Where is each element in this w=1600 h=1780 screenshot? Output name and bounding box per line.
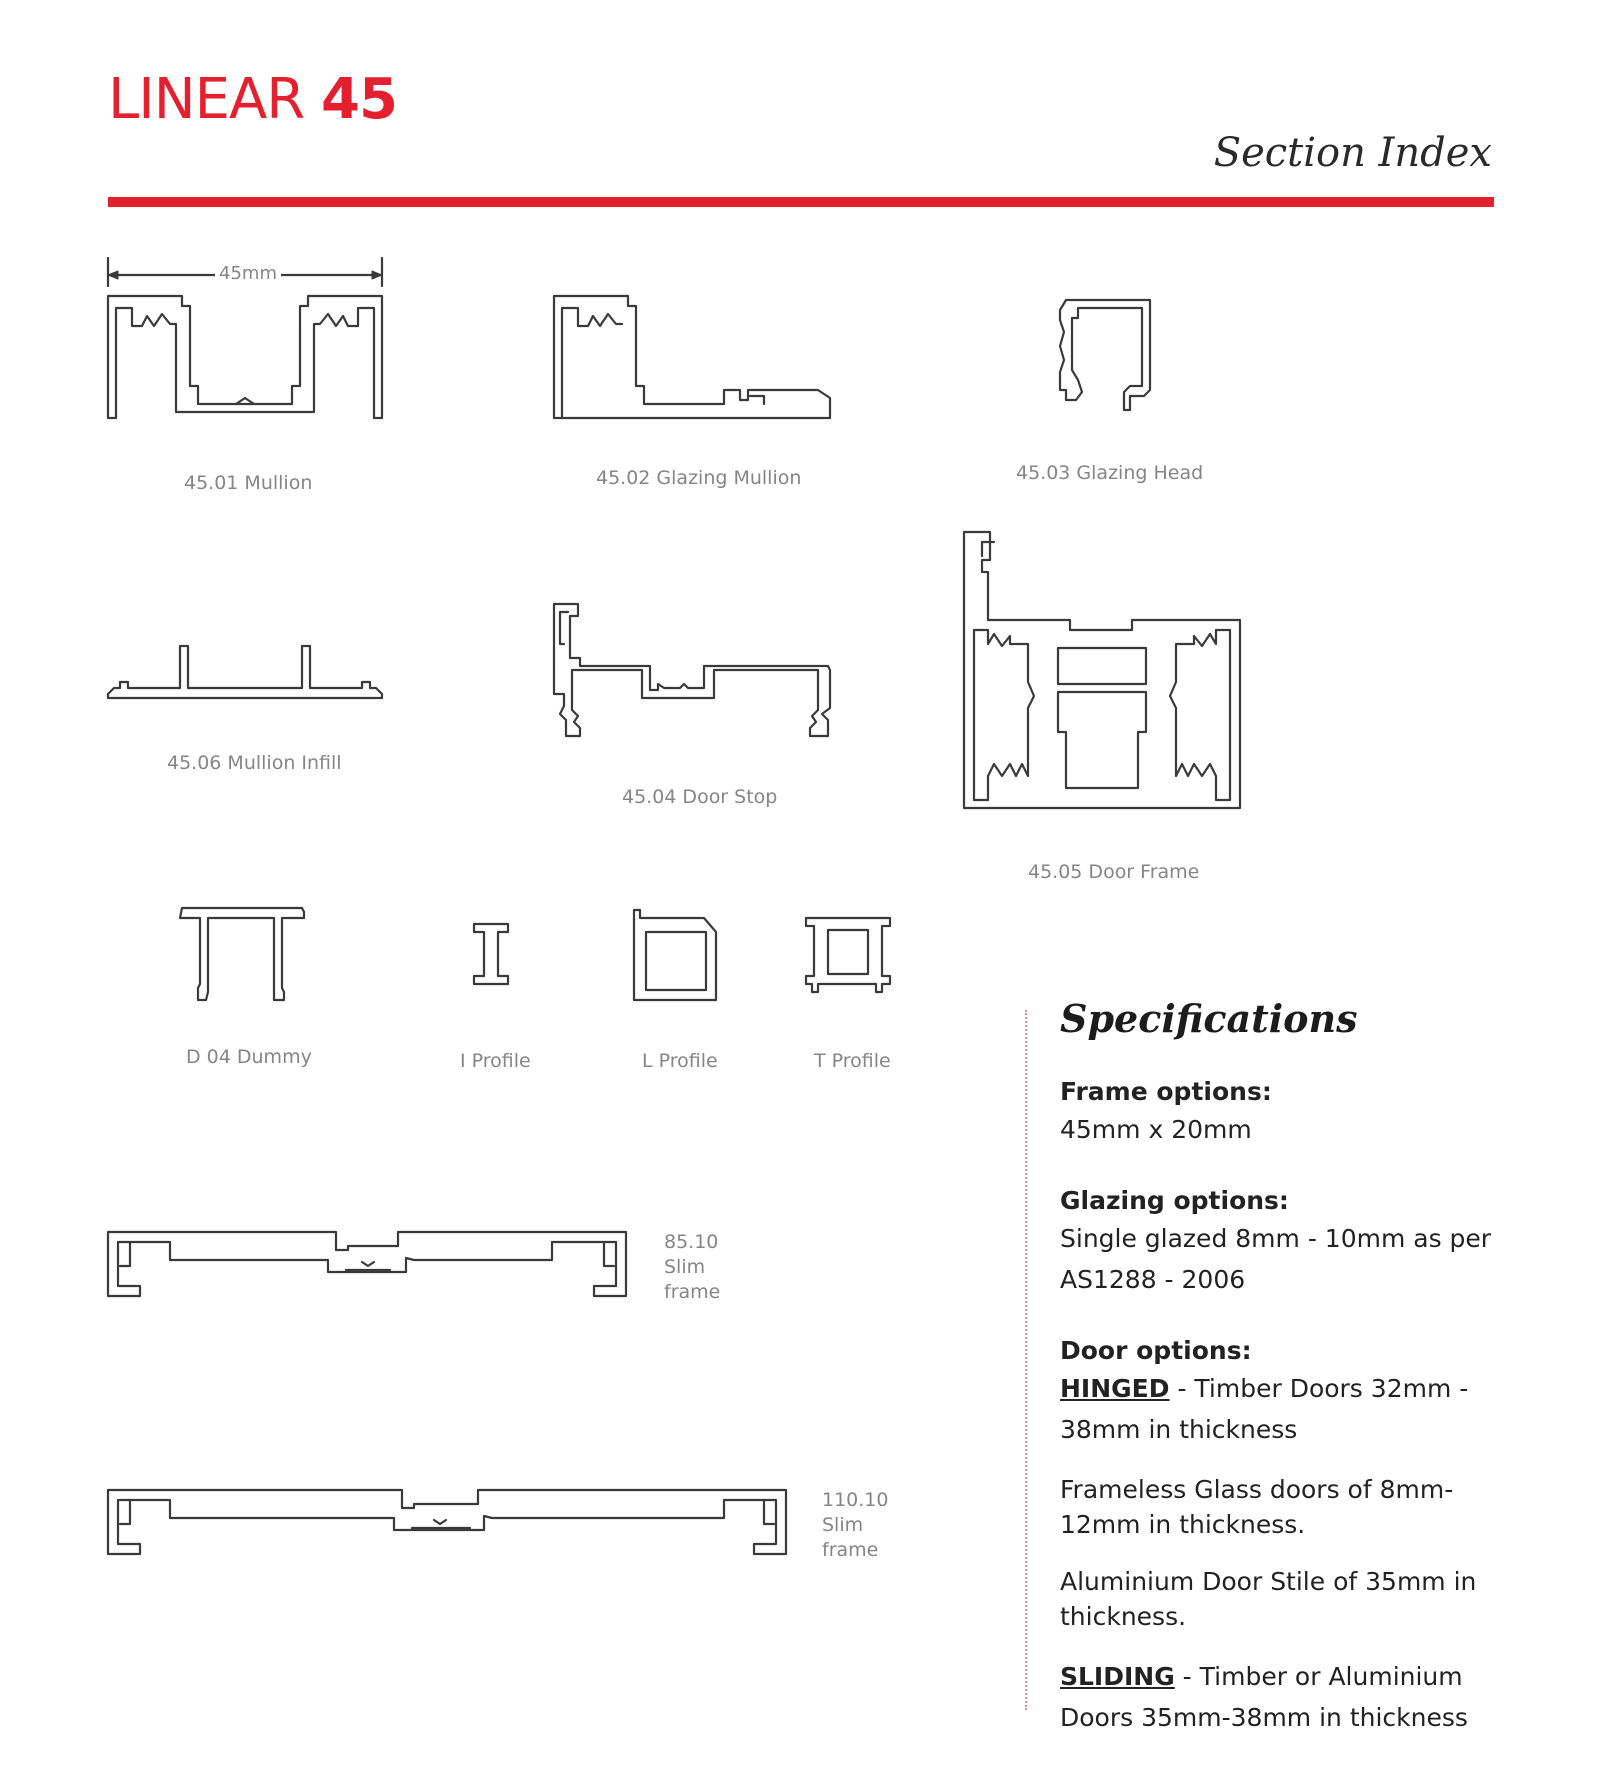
caption-85-10: 85.10 Slim frame — [664, 1231, 721, 1303]
dummy-drawing — [178, 906, 306, 1002]
caption-110-10: 110.10 Slim frame — [822, 1489, 889, 1561]
caption-t-profile: T Profile — [814, 1050, 891, 1072]
glazing-mullion-drawing — [552, 294, 832, 420]
brand-light: LINEAR — [108, 67, 305, 132]
l-profile-drawing — [632, 908, 718, 1002]
section-subtitle: Section Index — [1213, 130, 1492, 176]
glazing-options-value: Single glazed 8mm - 10mm as per AS1288 -… — [1060, 1224, 1492, 1294]
brand-bold: 45 — [321, 67, 398, 132]
door-frame-drawing — [962, 530, 1242, 810]
specifications-title: Specifications — [1060, 996, 1358, 1041]
hinged-label: HINGED — [1060, 1374, 1170, 1403]
specs-divider — [1025, 1010, 1027, 1710]
frame-options-value: 45mm x 20mm — [1060, 1115, 1252, 1144]
caption-45-01: 45.01 Mullion — [184, 472, 313, 494]
sliding-text: - Timber or Aluminium Doors 35mm-38mm in… — [1060, 1662, 1468, 1732]
slim-frame-85-drawing — [106, 1230, 628, 1298]
glazing-options-heading: Glazing options: — [1060, 1186, 1289, 1215]
caption-i-profile: I Profile — [460, 1050, 531, 1072]
caption-45-02: 45.02 Glazing Mullion — [596, 467, 802, 489]
mullion-section-drawing — [106, 294, 384, 420]
caption-l-profile: L Profile — [642, 1050, 718, 1072]
door-stile-option: Aluminium Door Stile of 35mm in thicknes… — [1060, 1567, 1477, 1631]
mullion-infill-drawing — [106, 644, 384, 700]
specifications-panel: Specifications Frame options: 45mm x 20m… — [1060, 996, 1500, 1738]
t-profile-drawing — [804, 916, 892, 994]
slim-frame-110-drawing — [106, 1488, 788, 1556]
door-options-heading: Door options: — [1060, 1336, 1252, 1365]
hinged-option: HINGED - Timber Doors 32mm - 38mm in thi… — [1060, 1368, 1500, 1450]
header-rule — [108, 197, 1494, 207]
glazing-head-drawing — [1058, 298, 1152, 412]
caption-45-05: 45.05 Door Frame — [1028, 861, 1200, 883]
frame-options-heading: Frame options: — [1060, 1077, 1272, 1106]
caption-45-04: 45.04 Door Stop — [622, 786, 778, 808]
dimension-label: 45mm — [215, 263, 281, 284]
brand-title: LINEAR 45 — [108, 72, 398, 128]
i-profile-drawing — [472, 922, 510, 986]
caption-45-06: 45.06 Mullion Infill — [167, 752, 342, 774]
caption-45-03: 45.03 Glazing Head — [1016, 462, 1204, 484]
frameless-option: Frameless Glass doors of 8mm-12mm in thi… — [1060, 1475, 1454, 1539]
door-stop-drawing — [552, 602, 832, 738]
sliding-option: SLIDING - Timber or Aluminium Doors 35mm… — [1060, 1656, 1500, 1738]
hinged-text: - Timber Doors 32mm - 38mm in thickness — [1060, 1374, 1469, 1444]
caption-d04: D 04 Dummy — [186, 1046, 312, 1068]
sliding-label: SLIDING — [1060, 1662, 1175, 1691]
